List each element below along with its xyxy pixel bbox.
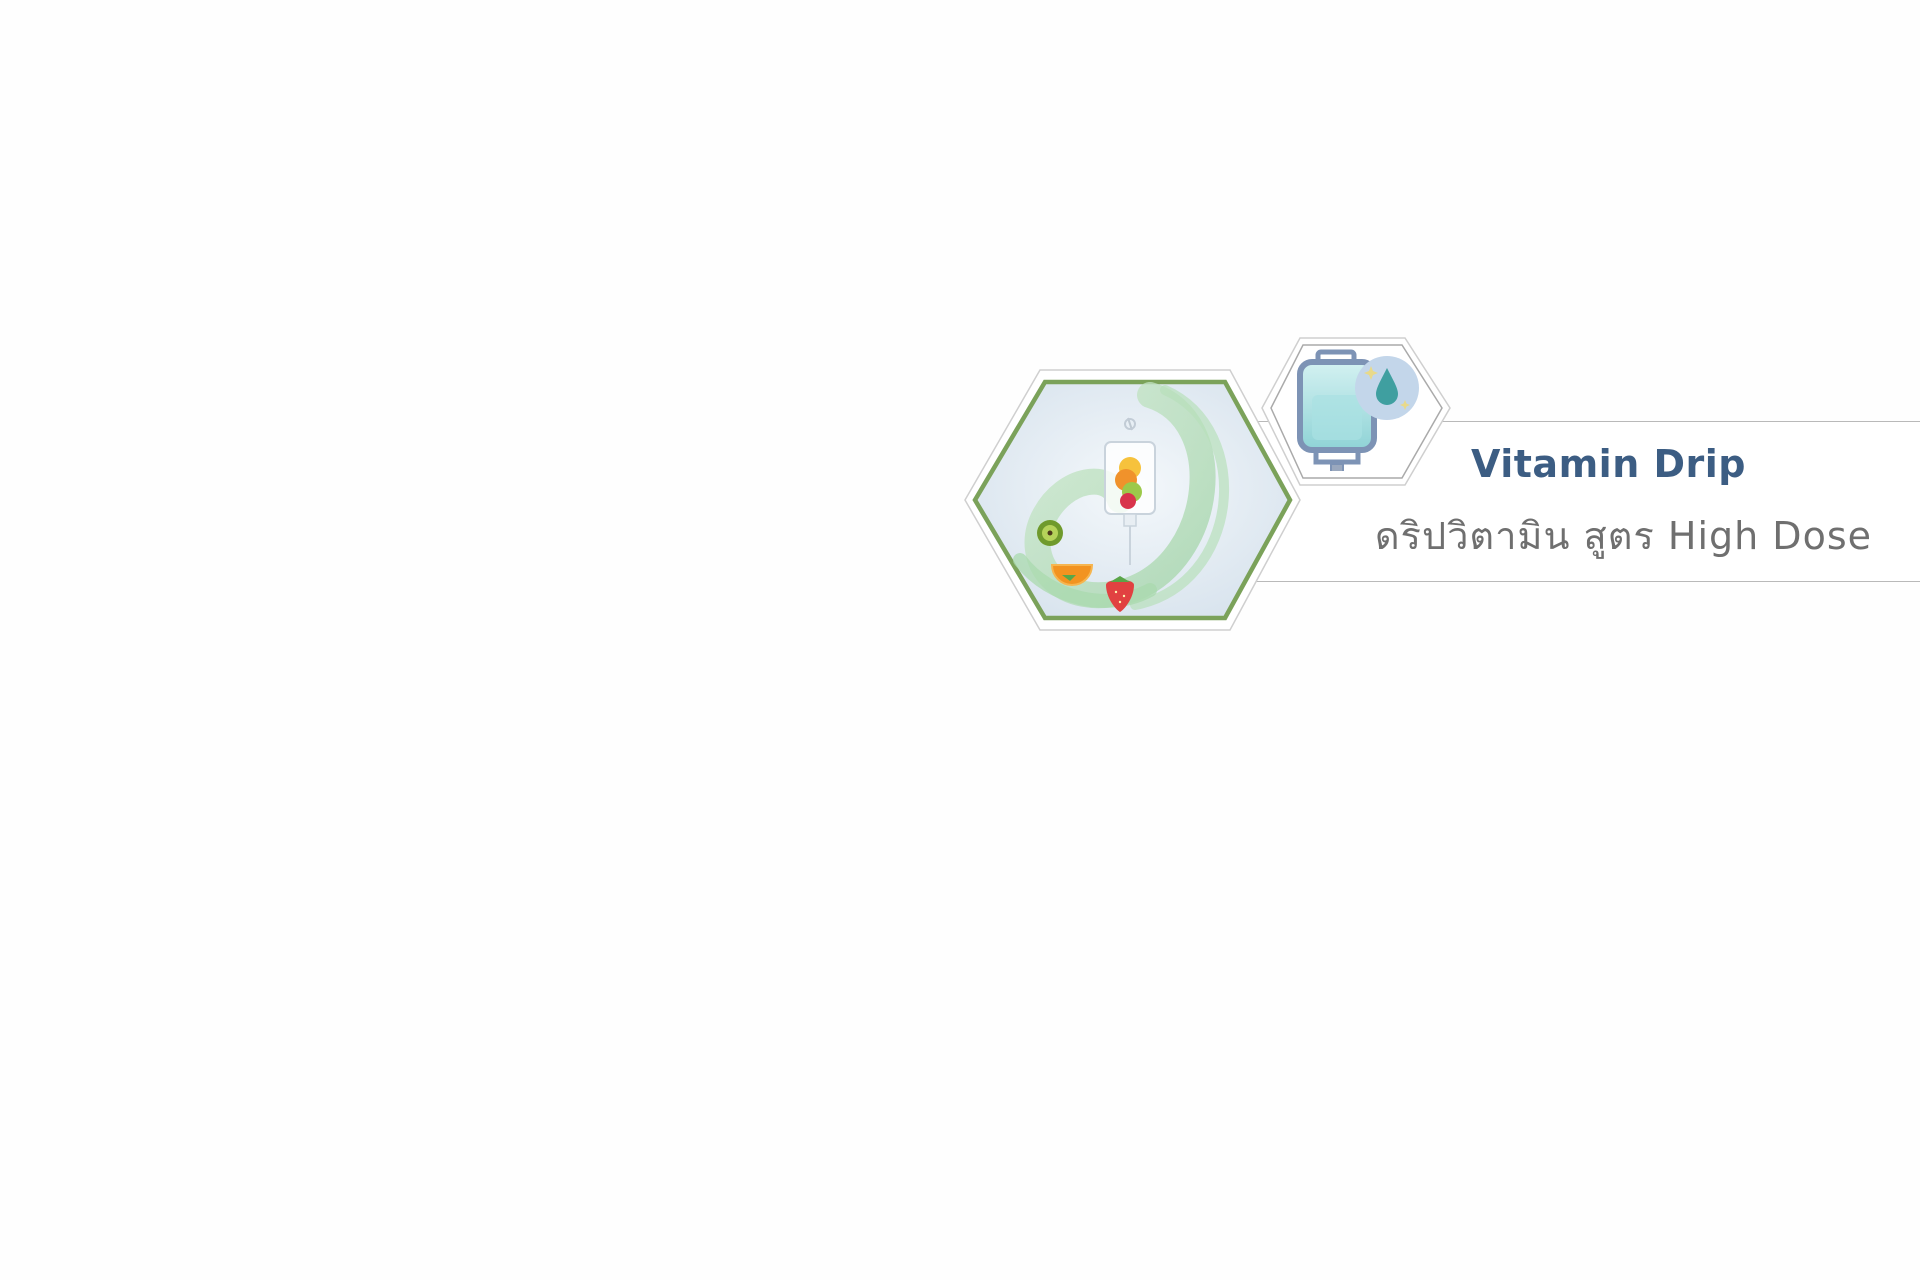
vitamin-drip-illustration — [1013, 382, 1230, 612]
service-title: Vitamin Drip — [1471, 442, 1746, 486]
service-subtitle: ดริปวิตามิน สูตร High Dose — [1374, 514, 1872, 558]
